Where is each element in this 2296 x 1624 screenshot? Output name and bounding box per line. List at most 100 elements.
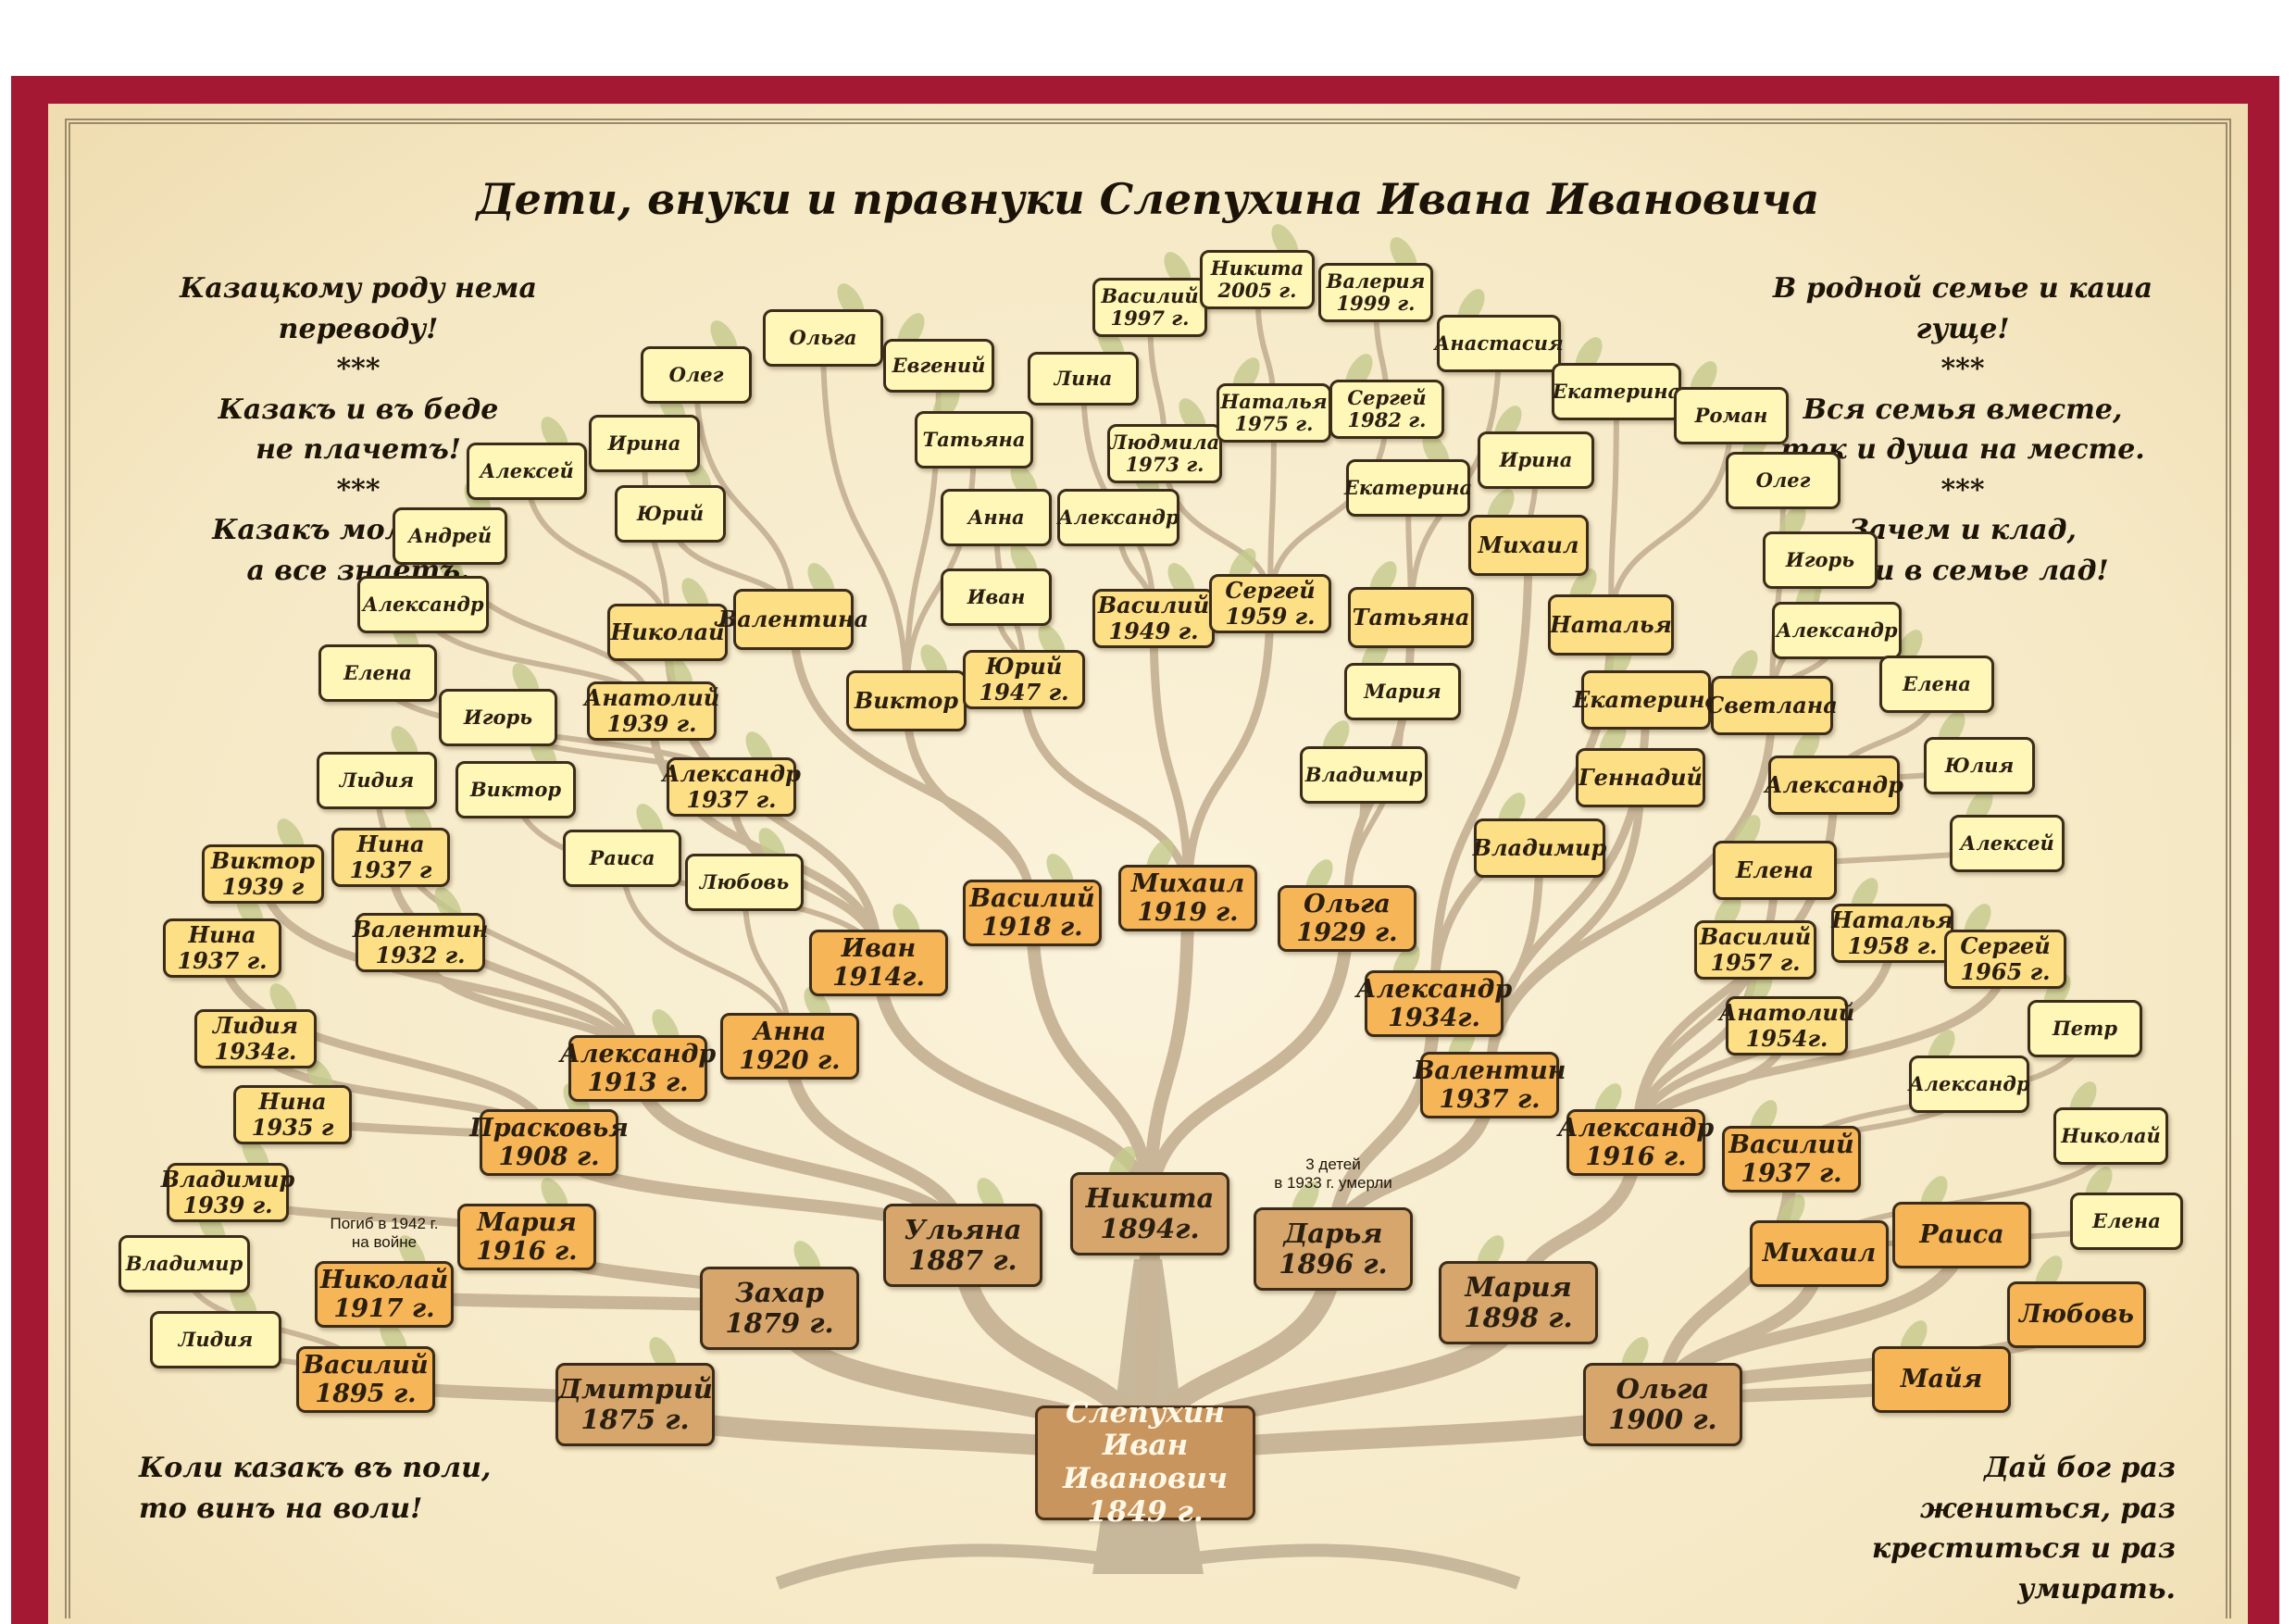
- person-node-valeriya99: Валерия 1999 г.: [1318, 263, 1433, 322]
- person-node-oleg_r: Олег: [1726, 452, 1841, 509]
- person-node-anatoliy54: Анатолий 1954г.: [1719, 996, 1854, 1056]
- person-node-yuriy47: Юрий 1947 г.: [963, 650, 1085, 709]
- branch-mikhail19: [1143, 892, 1194, 1220]
- person-node-aleksandr_l: Александр: [357, 576, 489, 633]
- person-node-vasiliy57: Василий 1957 г.: [1694, 920, 1816, 980]
- person-node-vladimir_r: Владимир: [1473, 818, 1606, 878]
- person-node-olga1900: Ольга 1900 г.: [1583, 1363, 1742, 1446]
- person-node-mariya_c: Мария: [1344, 663, 1461, 720]
- branch-mikhail_c: [1429, 541, 1533, 1008]
- person-node-natalya_r: Наталья: [1548, 594, 1674, 656]
- person-node-olga_t: Ольга: [763, 309, 883, 367]
- person-node-roman: Роман: [1674, 387, 1789, 444]
- person-node-nina37a: Нина 1937 г.: [163, 918, 281, 978]
- person-node-gennadiy: Геннадий: [1576, 748, 1705, 807]
- branch-nina37a: [218, 943, 554, 1147]
- branch-yuriy47: [1019, 675, 1192, 903]
- person-node-lidiya34: Лидия 1934г.: [194, 1009, 317, 1068]
- person-node-nina37b: Нина 1937 г: [331, 828, 450, 887]
- person-node-dmitriy: Дмитрий 1875 г.: [555, 1363, 715, 1446]
- person-node-olga29: Ольга 1929 г.: [1278, 885, 1416, 952]
- branch-olga_t: [820, 335, 909, 704]
- person-node-nikolay17: Николай 1917 г.: [315, 1261, 454, 1328]
- branch-ivan14: [872, 956, 1156, 1220]
- person-node-natalya58: Наталья 1958 г.: [1831, 904, 1953, 963]
- person-node-irina_r: Ирина: [1478, 431, 1594, 489]
- person-node-svetlana: Светлана: [1706, 676, 1838, 735]
- person-node-vladimir_b: Владимир: [119, 1235, 250, 1293]
- person-node-vasiliy18: Василий 1918 г.: [963, 880, 1102, 946]
- person-node-ekaterina_c: Екатерина: [1344, 459, 1472, 517]
- person-node-valentin32: Валентин 1932 г.: [353, 913, 488, 972]
- person-node-aleksey_r: Алексей: [1950, 815, 2065, 872]
- person-node-aleksandr37: Александр 1937 г.: [662, 757, 801, 817]
- person-node-lina: Лина: [1028, 352, 1139, 406]
- person-node-aleksandr_c: Александр: [1057, 489, 1179, 546]
- person-node-sergey65: Сергей 1965 г.: [1944, 930, 2066, 989]
- branch-ekaterina_r1: [1608, 389, 1619, 628]
- person-node-aleksandr_r3: Александр: [1908, 1056, 2030, 1113]
- person-node-yuliya: Юлия: [1924, 737, 2035, 794]
- person-node-tatyana_c: Татьяна: [915, 411, 1033, 468]
- person-node-mikhail_c: Михаил: [1468, 515, 1589, 576]
- person-node-anatoliy39: Анатолий 1939 г.: [584, 681, 719, 741]
- person-node-vladimir_c: Владимир: [1300, 746, 1428, 804]
- page-title: Дети, внуки и правнуки Слепухина Ивана И…: [476, 174, 1820, 224]
- person-node-lyubov_r: Любовь: [2007, 1281, 2146, 1348]
- person-node-elena_r3: Елена: [2070, 1193, 2183, 1250]
- person-node-viktor_c: Виктор: [846, 670, 967, 731]
- person-node-nikita: Никита 1894г.: [1070, 1172, 1229, 1255]
- person-node-igor_r: Игорь: [1763, 531, 1878, 589]
- person-node-ivan_c: Иван: [941, 568, 1052, 626]
- person-node-ivan14: Иван 1914г.: [809, 930, 948, 996]
- root-flourish: [775, 1543, 1521, 1590]
- person-node-andrey: Андрей: [393, 507, 507, 565]
- branch-vladimir_r: [1485, 843, 1544, 1090]
- person-node-elena_l: Елена: [318, 644, 437, 702]
- person-node-igor_l: Игорь: [439, 689, 557, 746]
- person-node-aleksandr_r2: Александр: [1765, 756, 1903, 815]
- saying-top-right: В родной семье и каша гуще! *** Вся семь…: [1772, 272, 2153, 587]
- branch-natalya75: [1267, 410, 1277, 606]
- person-node-lidiya_m: Лидия: [317, 752, 437, 809]
- branch-sergey82: [1267, 406, 1390, 606]
- person-node-sergey82: Сергей 1982 г.: [1329, 380, 1444, 439]
- ornamental-border: [65, 119, 2231, 1618]
- person-node-elena_r1: Елена: [1879, 656, 1994, 713]
- branch-roman: [1608, 413, 1734, 628]
- person-node-darya: Дарья 1896 г.: [1254, 1207, 1413, 1291]
- person-node-aleksandr16: Александр 1916 г.: [1558, 1109, 1714, 1176]
- person-node-viktor39: Виктор 1939 г: [202, 844, 324, 904]
- person-node-ulyana: Ульяна 1887 г.: [883, 1204, 1042, 1287]
- person-node-oleg_l: Олег: [641, 346, 752, 404]
- branch-olga29: [1143, 912, 1354, 1220]
- person-node-praskovya: Прасковья 1908 г.: [469, 1109, 629, 1176]
- person-node-vasiliy97: Василий 1997 г.: [1092, 278, 1207, 337]
- person-node-vladimir39: Владимир 1939 г.: [161, 1163, 294, 1222]
- branch-viktor_c: [902, 696, 1037, 918]
- person-node-anna20: Анна 1920 г.: [720, 1013, 859, 1080]
- person-node-sergey59: Сергей 1959 г.: [1209, 574, 1331, 633]
- person-node-vasiliy37: Василий 1937 г.: [1722, 1126, 1861, 1193]
- person-node-anna_c: Анна: [941, 489, 1052, 546]
- person-node-vasiliy49: Василий 1949 г.: [1092, 589, 1215, 648]
- person-node-valentina: Валентина: [718, 589, 868, 650]
- person-node-nina35: Нина 1935 г: [233, 1085, 352, 1144]
- branch-vasiliy18: [1026, 906, 1156, 1220]
- saying-top-left: Казацкому роду нема переводу! *** Казакъ…: [180, 272, 537, 587]
- person-node-raisa_r: Раиса: [1892, 1202, 2031, 1268]
- person-node-aleksandr13: Александр 1913 г.: [560, 1035, 716, 1102]
- person-node-yuriy_l: Юрий: [615, 485, 726, 543]
- branch-oleg_l: [693, 372, 796, 622]
- person-node-lyudmila73: Людмила 1973 г.: [1107, 424, 1222, 483]
- person-node-mariya98: Мария 1898 г.: [1439, 1261, 1598, 1344]
- person-node-evgeniy: Евгений: [883, 339, 994, 393]
- person-node-lyubov_m: Любовь: [685, 854, 804, 911]
- note-killed-in-war: Погиб в 1942 г. на войне: [330, 1215, 439, 1252]
- branch-vasiliy49: [1149, 614, 1192, 903]
- person-node-mikhail19: Михаил 1919 г.: [1118, 865, 1257, 931]
- saying-bottom-left: Коли казакъ въ поли, то винъ на воли!: [139, 1452, 492, 1525]
- branch-irina_l: [642, 441, 670, 635]
- person-node-lidiya_b: Лидия: [150, 1311, 281, 1368]
- person-node-natalya75: Наталья 1975 г.: [1217, 383, 1331, 443]
